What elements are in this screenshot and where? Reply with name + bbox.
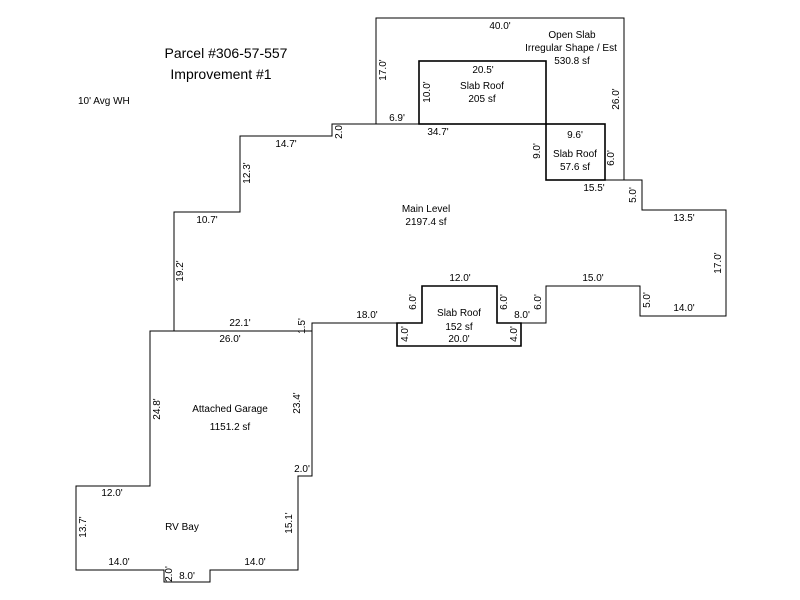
dim-label: 14.7': [275, 139, 296, 150]
open-slab-size: 530.8 sf: [554, 56, 590, 67]
dim-label: 22.1': [229, 318, 250, 329]
dim-label: 12.0': [101, 488, 122, 499]
dim-label: 20.0': [448, 334, 469, 345]
rv-bay-name: RV Bay: [165, 522, 199, 533]
dim-label: 4.0': [400, 326, 411, 342]
dim-label: 34.7': [427, 127, 448, 138]
dim-label: 5.0': [628, 187, 639, 203]
dim-label: 20.5': [472, 65, 493, 76]
dim-label: 2.0': [164, 566, 175, 582]
dim-label: 17.0': [378, 59, 389, 80]
dim-label: 6.9': [389, 113, 405, 124]
dim-label: 17.0': [713, 252, 724, 273]
dim-label: 26.0': [611, 88, 622, 109]
dim-label: 10.7': [196, 215, 217, 226]
dim-label: 8.0': [179, 571, 195, 582]
dim-label: 6.0': [499, 294, 510, 310]
dim-label: 13.5': [673, 213, 694, 224]
dim-label: 13.7': [78, 516, 89, 537]
slab-roof-right-name: Slab Roof: [553, 149, 597, 160]
dim-label: 18.0': [356, 310, 377, 321]
dim-label: 23.4': [292, 392, 303, 413]
slab-roof-bottom-name: Slab Roof: [437, 308, 481, 319]
dim-label: 4.0': [509, 326, 520, 342]
dim-label: 2.0': [294, 464, 310, 475]
dim-label: 9.6': [567, 130, 583, 141]
dim-label: 15.1': [284, 512, 295, 533]
open-slab-detail: Irregular Shape / Est: [525, 43, 617, 54]
dim-label: 14.0': [673, 303, 694, 314]
dim-label: 9.0': [532, 143, 543, 159]
dim-label: 26.0': [219, 334, 240, 345]
slab-roof-top-size: 205 sf: [468, 94, 495, 105]
dim-label: 8.0': [514, 310, 530, 321]
open-slab-outline: [375, 17, 625, 180]
dim-label: 6.0': [408, 294, 419, 310]
slab-roof-bottom-size: 152 sf: [445, 322, 472, 333]
dim-label: 5.0': [642, 292, 653, 308]
slab-roof-right-size: 57.6 sf: [560, 162, 590, 173]
dim-label: 10.0': [422, 81, 433, 102]
dim-label: 1.5': [297, 318, 308, 334]
dim-label: 6.0': [606, 150, 617, 166]
open-slab-name: Open Slab: [548, 30, 596, 41]
main-level-name: Main Level: [402, 204, 450, 215]
dim-label: 6.0': [533, 294, 544, 310]
dim-label: 40.0': [489, 21, 510, 32]
slab-roof-top-name: Slab Roof: [460, 81, 504, 92]
dim-label: 2.0': [334, 123, 345, 139]
garage-rv-outline: [75, 330, 313, 583]
dim-label: 15.0': [582, 273, 603, 284]
improvement-title: Improvement #1: [170, 66, 271, 82]
attached-garage-size: 1151.2 sf: [210, 422, 251, 433]
slab-roof-bottom-outline: [396, 285, 522, 347]
main-level-size: 2197.4 sf: [405, 217, 446, 228]
dim-label: 14.0': [108, 557, 129, 568]
dim-label: 15.5': [583, 183, 604, 194]
dim-label: 12.0': [449, 273, 470, 284]
dim-label: 14.0': [244, 557, 265, 568]
dim-label: 24.8': [152, 398, 163, 419]
dim-label: 19.2': [175, 260, 186, 281]
wall-height-note: 10' Avg WH: [78, 96, 130, 107]
dim-label: 12.3': [242, 162, 253, 183]
attached-garage-name: Attached Garage: [192, 404, 268, 415]
parcel-title: Parcel #306-57-557: [165, 45, 288, 61]
